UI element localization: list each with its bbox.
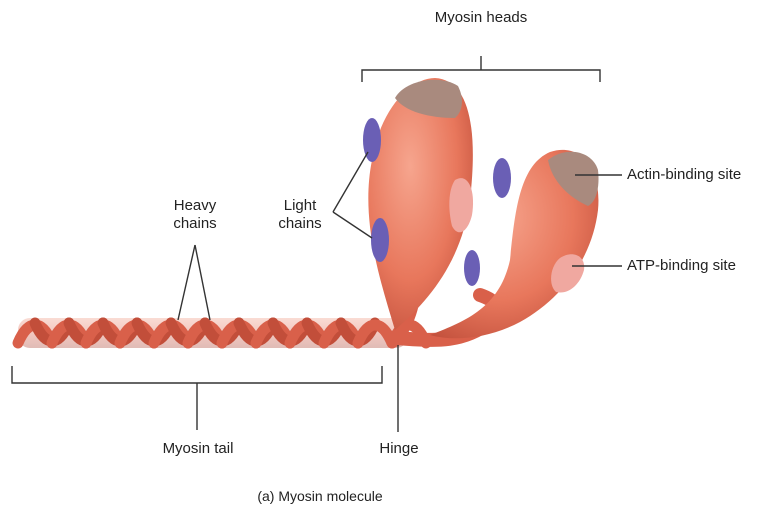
light-chains-line-1: Light [270, 197, 330, 215]
myosin-tail-label: Myosin tail [150, 440, 246, 458]
heavy-chains-label: Heavy chains [160, 197, 230, 233]
actin-binding-site-label: Actin-binding site [627, 166, 741, 184]
light-chains-label: Light chains [270, 197, 330, 233]
light-chains-pointer-1 [333, 152, 368, 212]
light-chain-2b [464, 250, 480, 286]
light-chain-2a [493, 158, 511, 198]
heavy-chains-line-1: Heavy [160, 197, 230, 215]
heavy-chains-pointer-2 [195, 245, 210, 320]
light-chain-1b [371, 218, 389, 262]
tail-bracket [12, 366, 382, 383]
heavy-chains-line-2: chains [160, 215, 230, 233]
heavy-chains-pointer-1 [178, 245, 195, 320]
atp-binding-site-1 [449, 178, 473, 232]
figure-caption: (a) Myosin molecule [230, 487, 410, 505]
myosin-head-1 [363, 78, 473, 330]
myosin-heads-label: Myosin heads [420, 9, 542, 27]
hinge-label: Hinge [372, 440, 426, 458]
heads-bracket [362, 70, 600, 82]
atp-binding-site-label: ATP-binding site [627, 257, 736, 275]
myosin-tail-shape [18, 318, 426, 348]
light-chains-line-2: chains [270, 215, 330, 233]
light-chains-pointer-2 [333, 212, 372, 238]
